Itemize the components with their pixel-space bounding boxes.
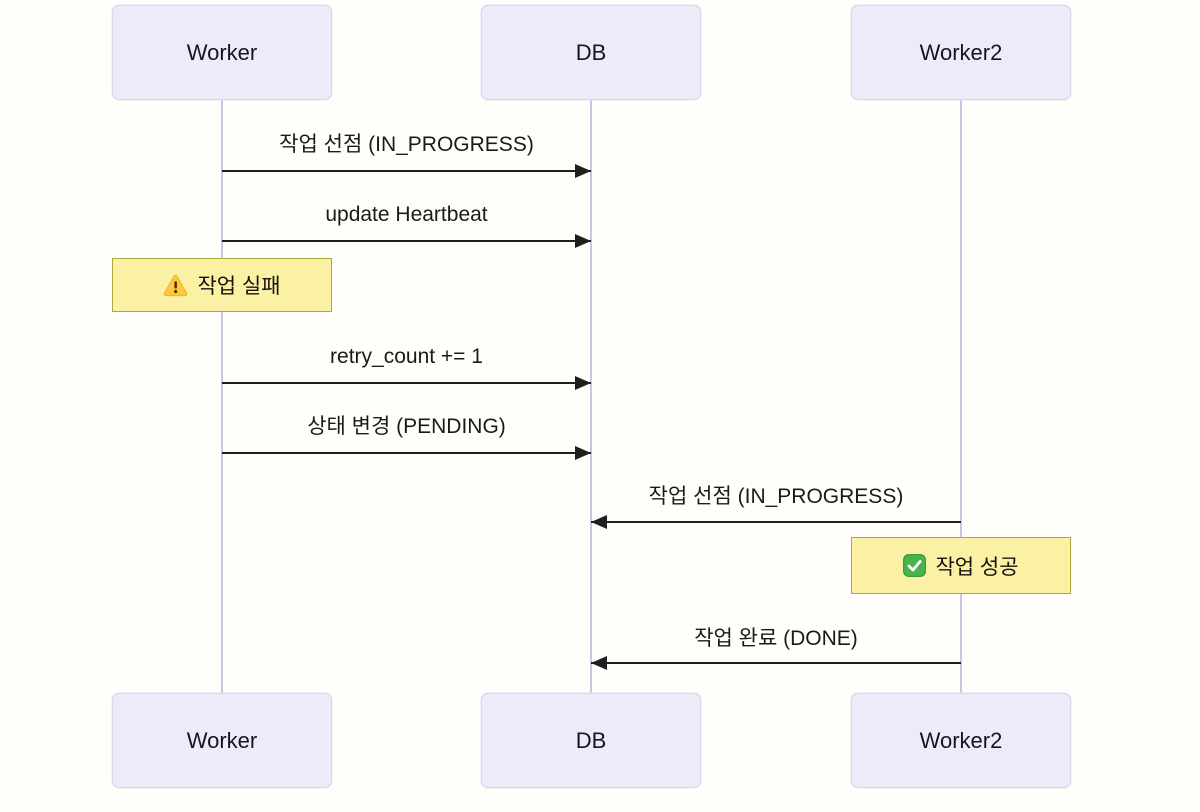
actor-worker-top: Worker	[112, 5, 332, 100]
actor-db-bottom: DB	[481, 693, 701, 788]
actor-worker-label: Worker	[186, 39, 258, 65]
actor-worker2-label: Worker2	[919, 39, 1003, 65]
arrowhead-left-icon	[591, 656, 607, 670]
message-label-retry-count: retry_count += 1	[330, 345, 483, 368]
message-arrow-claim-job-worker	[222, 170, 591, 172]
actor-worker2-bottom: Worker2	[851, 693, 1071, 788]
message-arrow-job-done	[591, 662, 961, 664]
note-job-failed-label: 작업 실패	[197, 275, 281, 298]
actor-worker-bottom: Worker	[112, 693, 332, 788]
warning-icon	[163, 274, 188, 297]
actor-db-label: DB	[575, 727, 607, 753]
note-job-success: 작업 성공	[851, 537, 1071, 594]
lifeline-db	[590, 99, 592, 694]
arrowhead-right-icon	[575, 234, 591, 248]
message-label-job-done: 작업 완료 (DONE)	[694, 627, 858, 650]
note-job-success-label: 작업 성공	[935, 555, 1019, 579]
message-label-claim-job-worker2: 작업 선점 (IN_PROGRESS)	[648, 485, 904, 508]
message-arrow-update-heartbeat	[222, 240, 591, 242]
message-label-update-heartbeat: update Heartbeat	[325, 203, 488, 226]
arrowhead-right-icon	[575, 376, 591, 390]
message-arrow-status-pending	[222, 452, 591, 454]
lifeline-worker2	[960, 99, 962, 694]
note-job-failed: 작업 실패	[112, 258, 332, 312]
actor-worker2-top: Worker2	[851, 5, 1071, 100]
arrowhead-left-icon	[591, 515, 607, 529]
check-success-icon	[903, 554, 927, 577]
arrowhead-right-icon	[575, 164, 591, 178]
message-arrow-claim-job-worker2	[591, 521, 961, 523]
arrowhead-right-icon	[575, 446, 591, 460]
lifeline-worker	[221, 99, 223, 694]
actor-db-top: DB	[481, 5, 701, 100]
message-arrow-retry-count	[222, 382, 591, 384]
actor-worker2-label: Worker2	[919, 727, 1003, 753]
message-label-status-pending: 상태 변경 (PENDING)	[307, 415, 506, 438]
actor-db-label: DB	[575, 39, 607, 65]
message-label-claim-job-worker: 작업 선점 (IN_PROGRESS)	[279, 133, 534, 156]
actor-worker-label: Worker	[186, 727, 258, 753]
